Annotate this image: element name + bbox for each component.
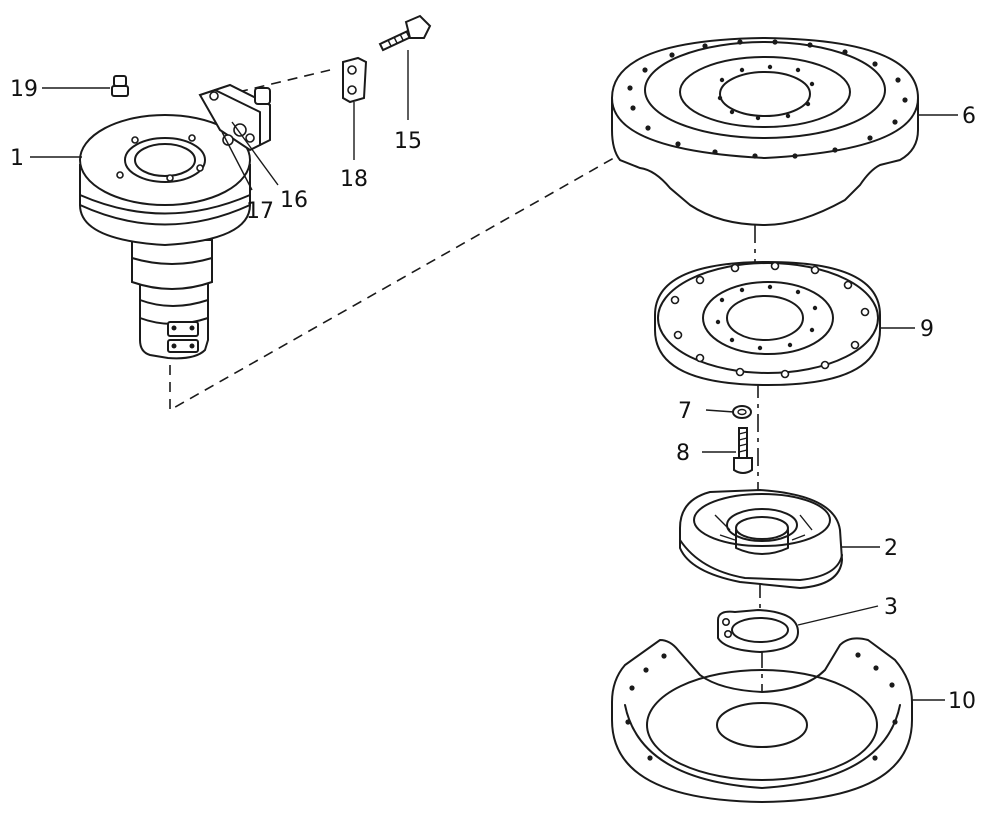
part-8-bolt — [733, 427, 753, 474]
callout-10: 10 — [948, 689, 976, 714]
part-3-retaining-ring — [717, 608, 800, 654]
callout-labels: 19 1 17 16 18 15 6 9 7 8 2 3 10 — [10, 77, 976, 714]
part-18-plate — [342, 56, 368, 104]
callout-16: 16 — [280, 188, 308, 213]
leader-lines — [30, 50, 958, 701]
callout-6: 6 — [962, 104, 976, 129]
part-9-bolt-holes — [670, 261, 870, 379]
part-1-gearbox-assembly — [79, 83, 271, 360]
part-15-bolt — [378, 14, 432, 52]
part-10-guard-skirt — [611, 637, 913, 804]
callout-8: 8 — [676, 441, 690, 466]
part-6-bolt-holes — [627, 39, 908, 159]
part-10-bolt-holes — [625, 652, 898, 761]
part-2-hub-housing — [679, 488, 844, 590]
part-6-top-disc — [611, 36, 919, 227]
part-9-flange-plate — [654, 260, 881, 387]
part-19-grease-nipple — [111, 75, 129, 97]
callout-9: 9 — [920, 317, 934, 342]
callout-1: 1 — [10, 146, 24, 171]
callout-7: 7 — [678, 399, 692, 424]
callout-3: 3 — [884, 595, 898, 620]
callout-15: 15 — [394, 129, 422, 154]
callout-18: 18 — [340, 167, 368, 192]
part-7-washer — [732, 405, 752, 419]
callout-19: 19 — [10, 77, 38, 102]
callout-2: 2 — [884, 536, 898, 561]
callout-17: 17 — [246, 199, 274, 224]
